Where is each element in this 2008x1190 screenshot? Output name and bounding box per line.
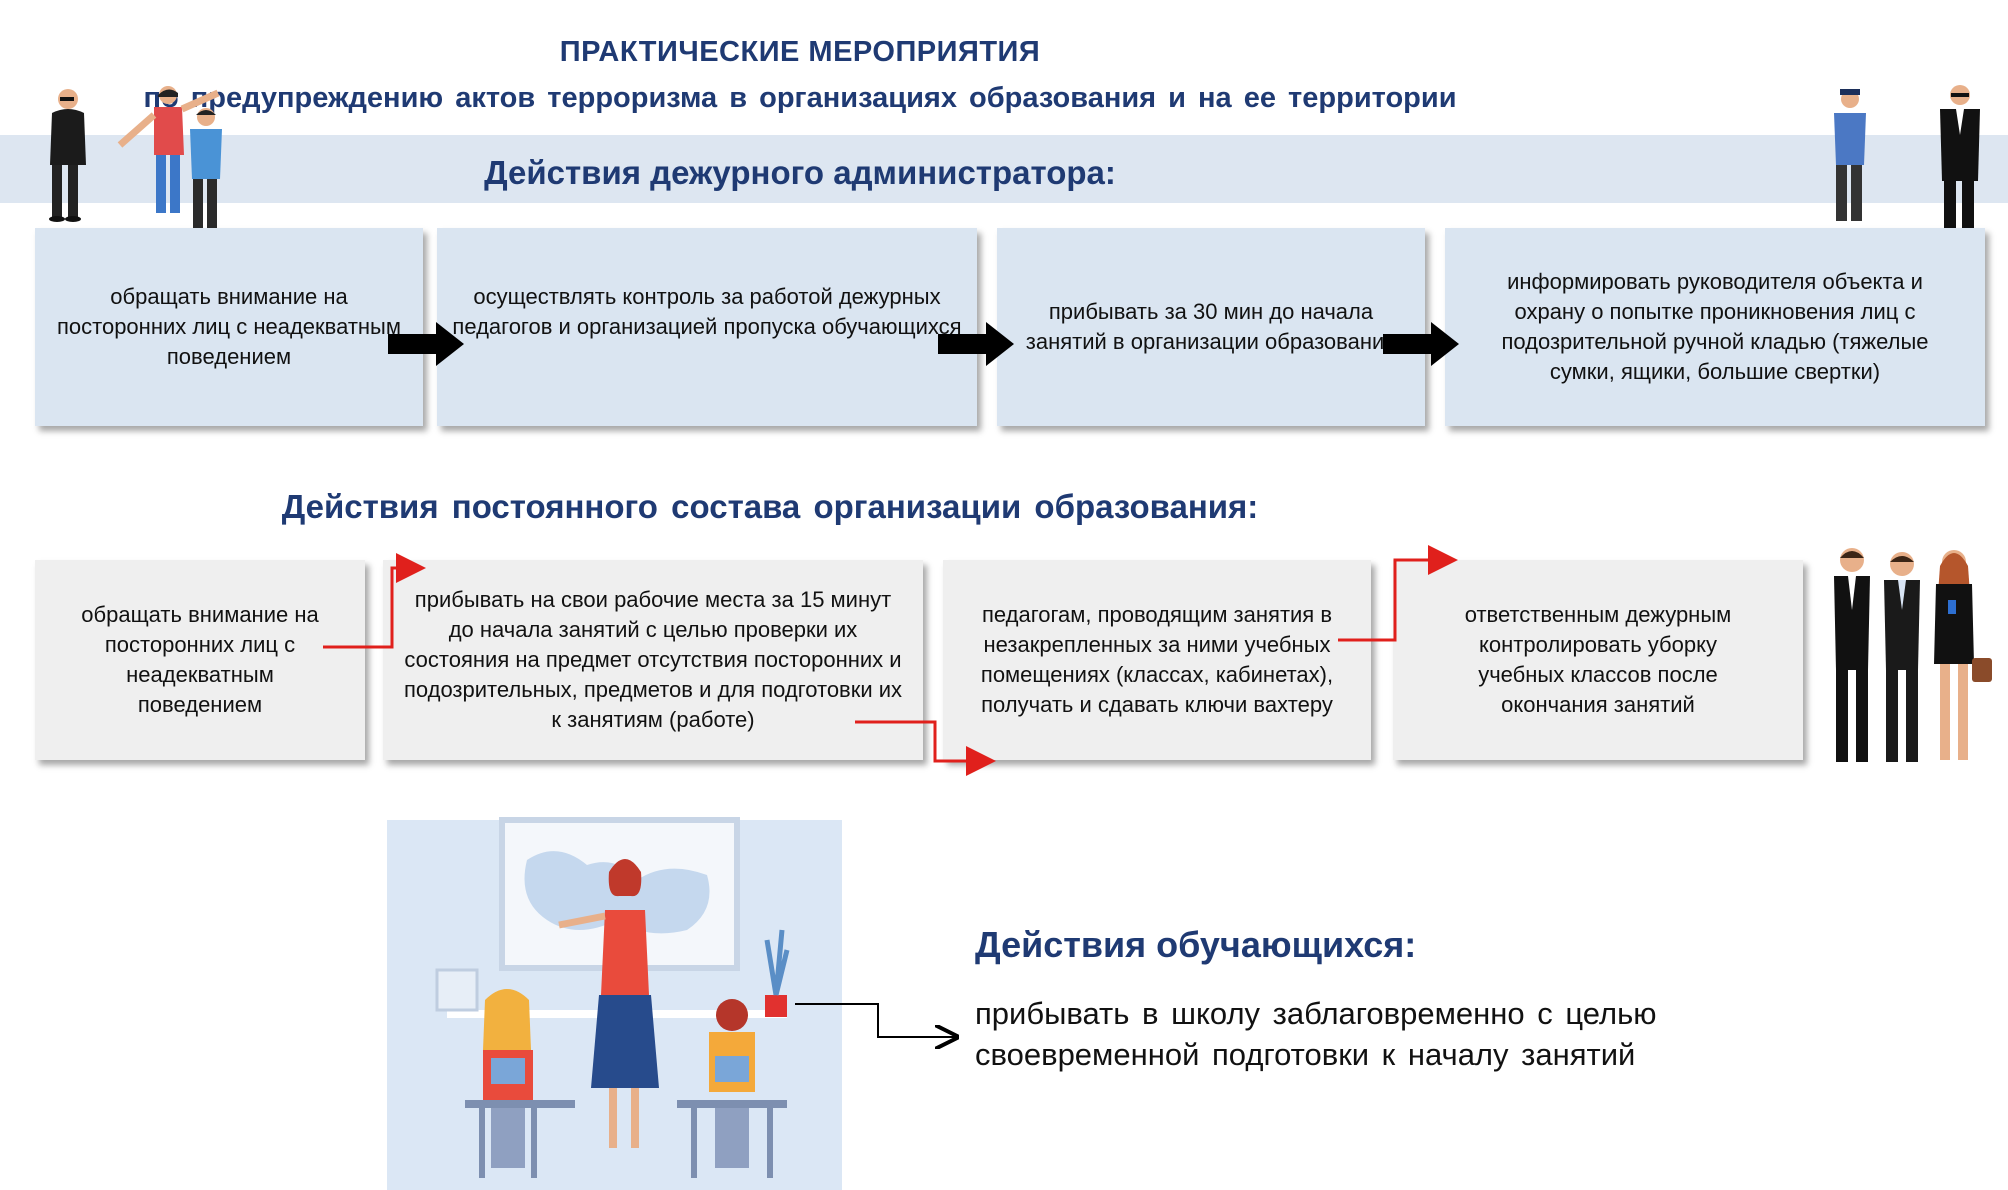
staff-step-4-text: ответственным дежурным контролировать уб… bbox=[1464, 602, 1732, 717]
students-instruction-text: прибывать в школу заблаговременно с цель… bbox=[975, 996, 1657, 1072]
staff-step-1: обращать внимание на посторонних лиц с н… bbox=[35, 560, 365, 760]
admin-step-4-text: информировать руководителя объекта и охр… bbox=[1501, 269, 1929, 384]
arrow-right-icon bbox=[1383, 322, 1459, 366]
page-subtitle: по предупреждению актов терроризма в орг… bbox=[143, 82, 1457, 114]
security-guards-illustration bbox=[1834, 85, 1980, 231]
staff-step-2-text: прибывать на свои рабочие места за 15 ми… bbox=[403, 587, 903, 732]
page-title: ПРАКТИЧЕСКИЕ МЕРОПРИЯТИЯ bbox=[559, 36, 1041, 68]
staff-group-illustration bbox=[1834, 548, 1992, 762]
admin-step-1: обращать внимание на посторонних лиц с н… bbox=[35, 228, 423, 426]
admin-section-heading: Действия дежурного администратора: bbox=[484, 154, 1116, 191]
suspicious-people-illustration bbox=[49, 86, 222, 229]
students-section-heading: Действия обучающихся: bbox=[975, 924, 1417, 965]
arrow-right-icon bbox=[938, 322, 1014, 366]
admin-step-1-text: обращать внимание на посторонних лиц с н… bbox=[56, 284, 401, 369]
staff-step-4: ответственным дежурным контролировать уб… bbox=[1393, 560, 1803, 760]
arrow-right-icon bbox=[388, 322, 464, 366]
staff-step-2: прибывать на свои рабочие места за 15 ми… bbox=[383, 560, 923, 760]
admin-step-2: осуществлять контроль за работой дежурны… bbox=[437, 228, 977, 426]
staff-step-1-text: обращать внимание на посторонних лиц с н… bbox=[81, 602, 319, 717]
admin-step-2-text: осуществлять контроль за работой дежурны… bbox=[452, 284, 962, 339]
staff-step-3-text: педагогам, проводящим занятия в незакреп… bbox=[980, 602, 1334, 717]
admin-step-4: информировать руководителя объекта и охр… bbox=[1445, 228, 1985, 426]
admin-step-3: прибывать за 30 мин до начала занятий в … bbox=[997, 228, 1425, 426]
staff-step-3: педагогам, проводящим занятия в незакреп… bbox=[943, 560, 1371, 760]
admin-step-3-text: прибывать за 30 мин до начала занятий в … bbox=[1025, 299, 1397, 354]
staff-section-heading: Действия постоянного состава организации… bbox=[281, 488, 1259, 525]
classroom-illustration bbox=[387, 817, 842, 1190]
admin-heading-band bbox=[0, 135, 2008, 203]
